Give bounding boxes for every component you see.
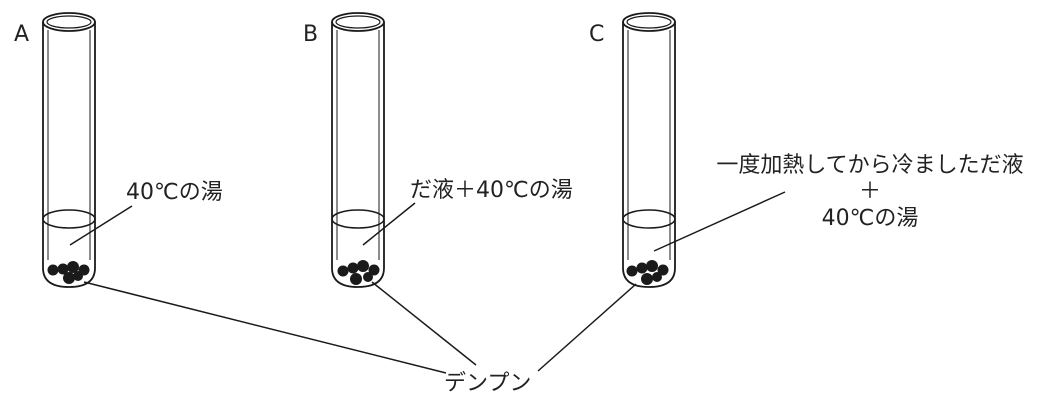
tube-a-starch (47, 261, 90, 284)
tube-c-contents-plus: ＋ (859, 179, 881, 204)
tube-c-body (622, 12, 676, 288)
test-tube-a: A 40℃の湯 (14, 12, 223, 288)
tube-b-label: B (303, 22, 318, 47)
test-tube-b: B だ液＋40℃の湯 (303, 12, 573, 288)
tube-c-contents-line1: 一度加熱してから冷ましただ液 (716, 153, 1023, 178)
tube-b-starch (337, 260, 380, 285)
tube-c-label: C (589, 22, 604, 47)
tube-b-body (331, 12, 385, 288)
tube-c-starch (626, 260, 669, 285)
tube-b-liquid-leader (362, 202, 416, 246)
tube-b-contents-label: だ液＋40℃の湯 (410, 178, 573, 203)
tube-a-label: A (14, 22, 29, 47)
tube-c-liquid-leader (653, 191, 786, 252)
tube-a-contents-label: 40℃の湯 (126, 180, 223, 205)
starch-label: デンプン (444, 371, 531, 396)
test-tube-c: C 一度加熱してから冷ましただ液 ＋ 40 (589, 12, 1024, 288)
starch-leaders (83, 281, 637, 374)
tube-a-body (42, 12, 96, 288)
tube-a-liquid-leader (69, 205, 133, 246)
tube-c-contents-line3: 40℃の湯 (822, 206, 919, 231)
